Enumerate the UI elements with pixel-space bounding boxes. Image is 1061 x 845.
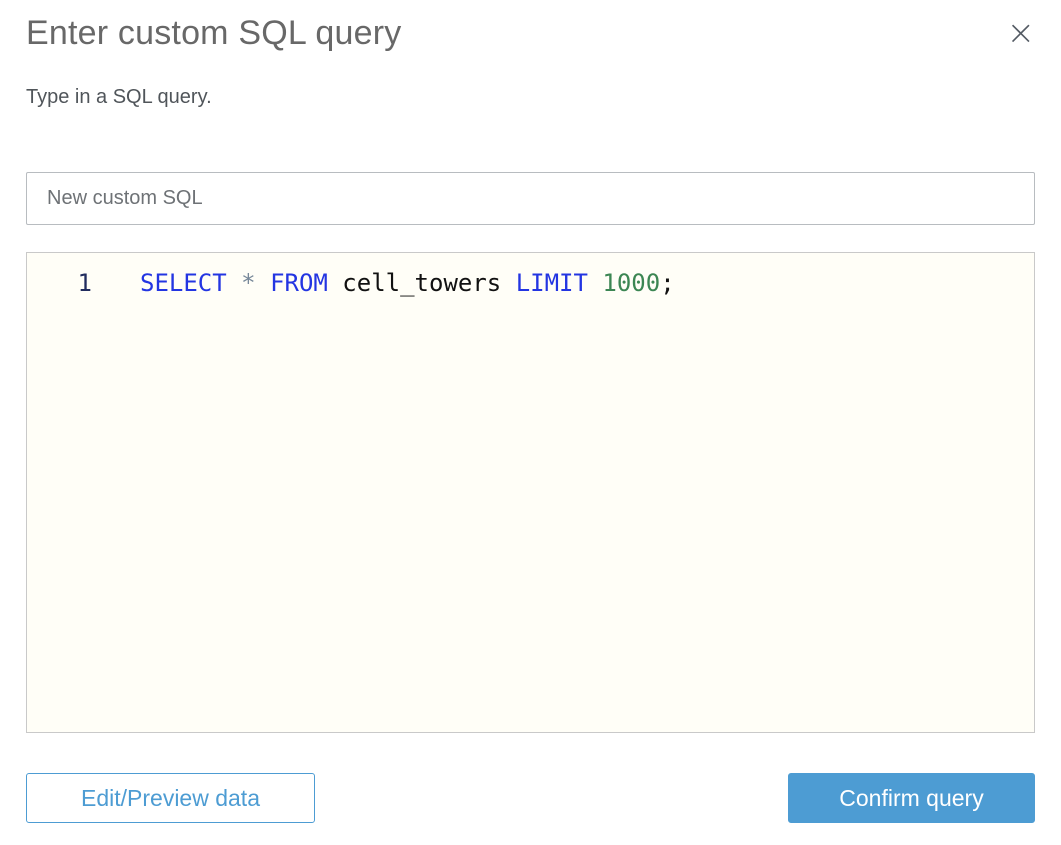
editor-line: 1 SELECT * FROM cell_towers LIMIT 1000; bbox=[27, 268, 1034, 388]
sql-token-number: 1000 bbox=[602, 269, 661, 297]
close-icon[interactable]: × bbox=[1006, 13, 1036, 53]
sql-editor[interactable]: 1 SELECT * FROM cell_towers LIMIT 1000; bbox=[26, 252, 1035, 733]
sql-token-plain: cell_towers bbox=[327, 269, 516, 297]
query-name-input[interactable] bbox=[26, 172, 1035, 225]
confirm-query-button[interactable]: Confirm query bbox=[788, 773, 1035, 823]
sql-token-plain: ; bbox=[660, 269, 675, 297]
edit-preview-data-button[interactable]: Edit/Preview data bbox=[26, 773, 315, 823]
page-title: Enter custom SQL query bbox=[26, 14, 402, 52]
sql-token-plain bbox=[256, 269, 270, 297]
sql-token-keyword: SELECT bbox=[140, 269, 227, 297]
sql-token-operator: * bbox=[241, 269, 256, 297]
sql-token-plain bbox=[588, 269, 602, 297]
dialog-subtitle: Type in a SQL query. bbox=[26, 86, 212, 108]
sql-token-keyword: LIMIT bbox=[515, 269, 588, 297]
sql-code-line: SELECT * FROM cell_towers LIMIT 1000; bbox=[140, 268, 675, 298]
sql-token-keyword: FROM bbox=[270, 269, 328, 297]
sql-token-plain bbox=[227, 269, 241, 297]
line-number: 1 bbox=[77, 269, 92, 297]
